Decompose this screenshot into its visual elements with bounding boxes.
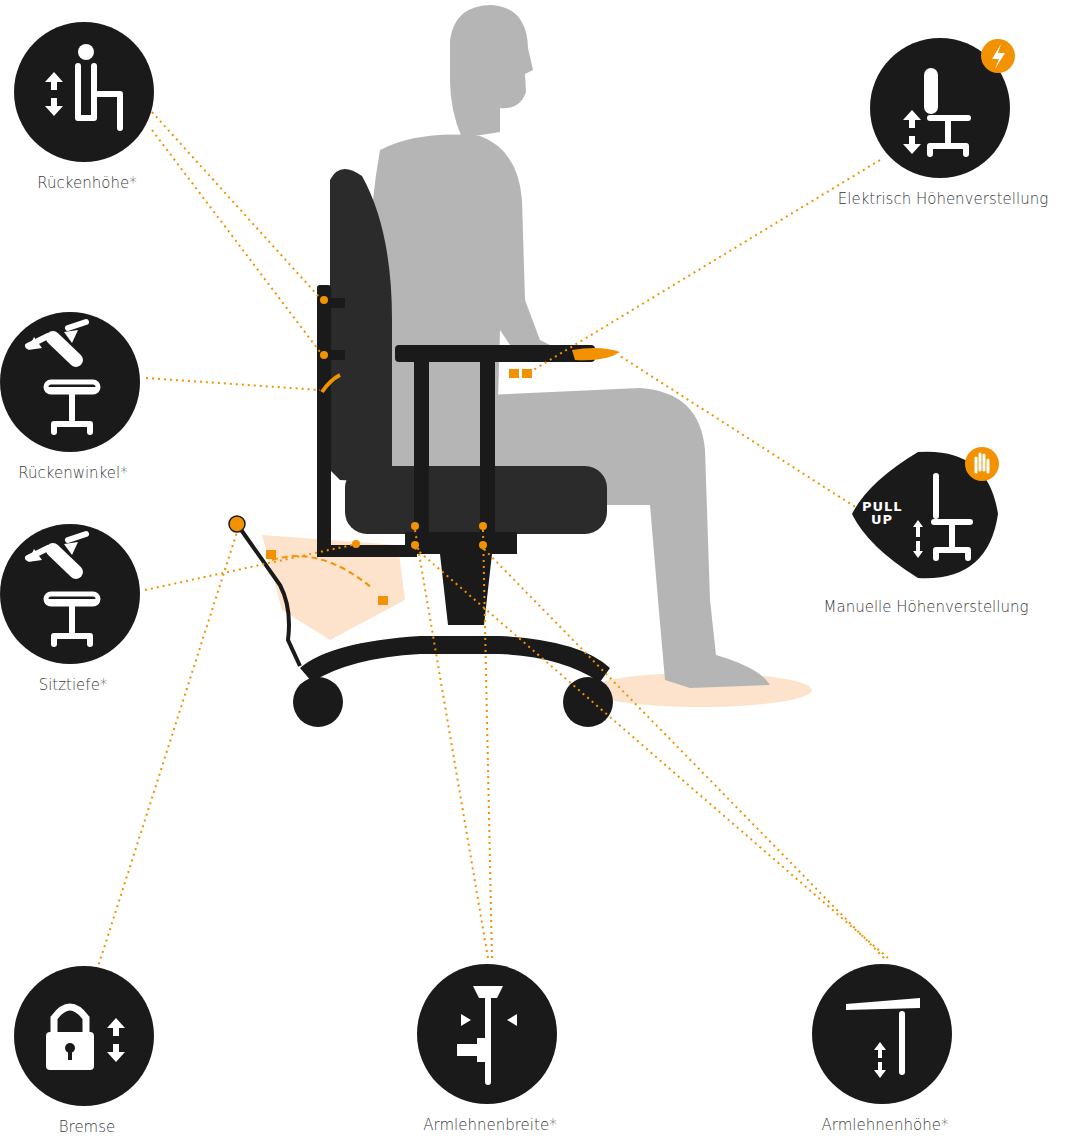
backrest — [330, 169, 392, 480]
brake-lever — [237, 524, 300, 666]
adjustment-icon: Elektrisch Höhenverstellung — [813, 34, 1072, 208]
icon-graphic — [12, 18, 162, 164]
icon-label: Bremse — [59, 1118, 116, 1136]
adjustment-icon: Rückenwinkel* — [0, 308, 203, 482]
chair-base — [300, 636, 610, 682]
adjustment-icon: Sitztiefe* — [0, 520, 203, 694]
person-silhouette — [368, 5, 770, 688]
icon-graphic — [868, 34, 1018, 180]
armrest — [395, 345, 595, 362]
icon-label: Rückenhöhe* — [37, 174, 136, 192]
seat — [345, 466, 607, 534]
adjustment-icon: Rückenhöhe* — [0, 18, 217, 192]
icon-label: Elektrisch Höhenverstellung — [838, 190, 1048, 208]
icon-label: Armlehnenbreite* — [423, 1116, 556, 1134]
adjustment-icon: Bremse — [0, 962, 217, 1136]
caster — [293, 677, 343, 727]
pull-paddle — [572, 348, 620, 360]
adjust-knobs — [320, 296, 487, 549]
seat-mechanism — [405, 532, 517, 554]
adjustment-icon: Armlehnenhöhe* — [755, 960, 1015, 1134]
icon-graphic — [810, 960, 960, 1106]
icon-graphic — [12, 962, 162, 1108]
icon-label: Manuelle Höhenverstellung — [824, 598, 1029, 616]
adjustment-icon: Armlehnenbreite* — [360, 960, 620, 1134]
adjustment-icon: PULL UP Manuelle Höhenverstellung — [796, 442, 1056, 616]
icon-graphic — [0, 308, 148, 454]
leader-lines — [97, 112, 888, 970]
icon-graphic — [415, 960, 565, 1106]
icon-label: Armlehnenhöhe* — [822, 1116, 949, 1134]
pull-label: PULL UP — [862, 500, 902, 526]
back-frame — [317, 285, 331, 557]
icon-label: Sitztiefe* — [39, 676, 108, 694]
icon-graphic: PULL UP — [848, 442, 1004, 588]
caster — [563, 677, 613, 727]
icon-graphic — [0, 520, 148, 666]
icon-label: Rückenwinkel* — [18, 464, 127, 482]
